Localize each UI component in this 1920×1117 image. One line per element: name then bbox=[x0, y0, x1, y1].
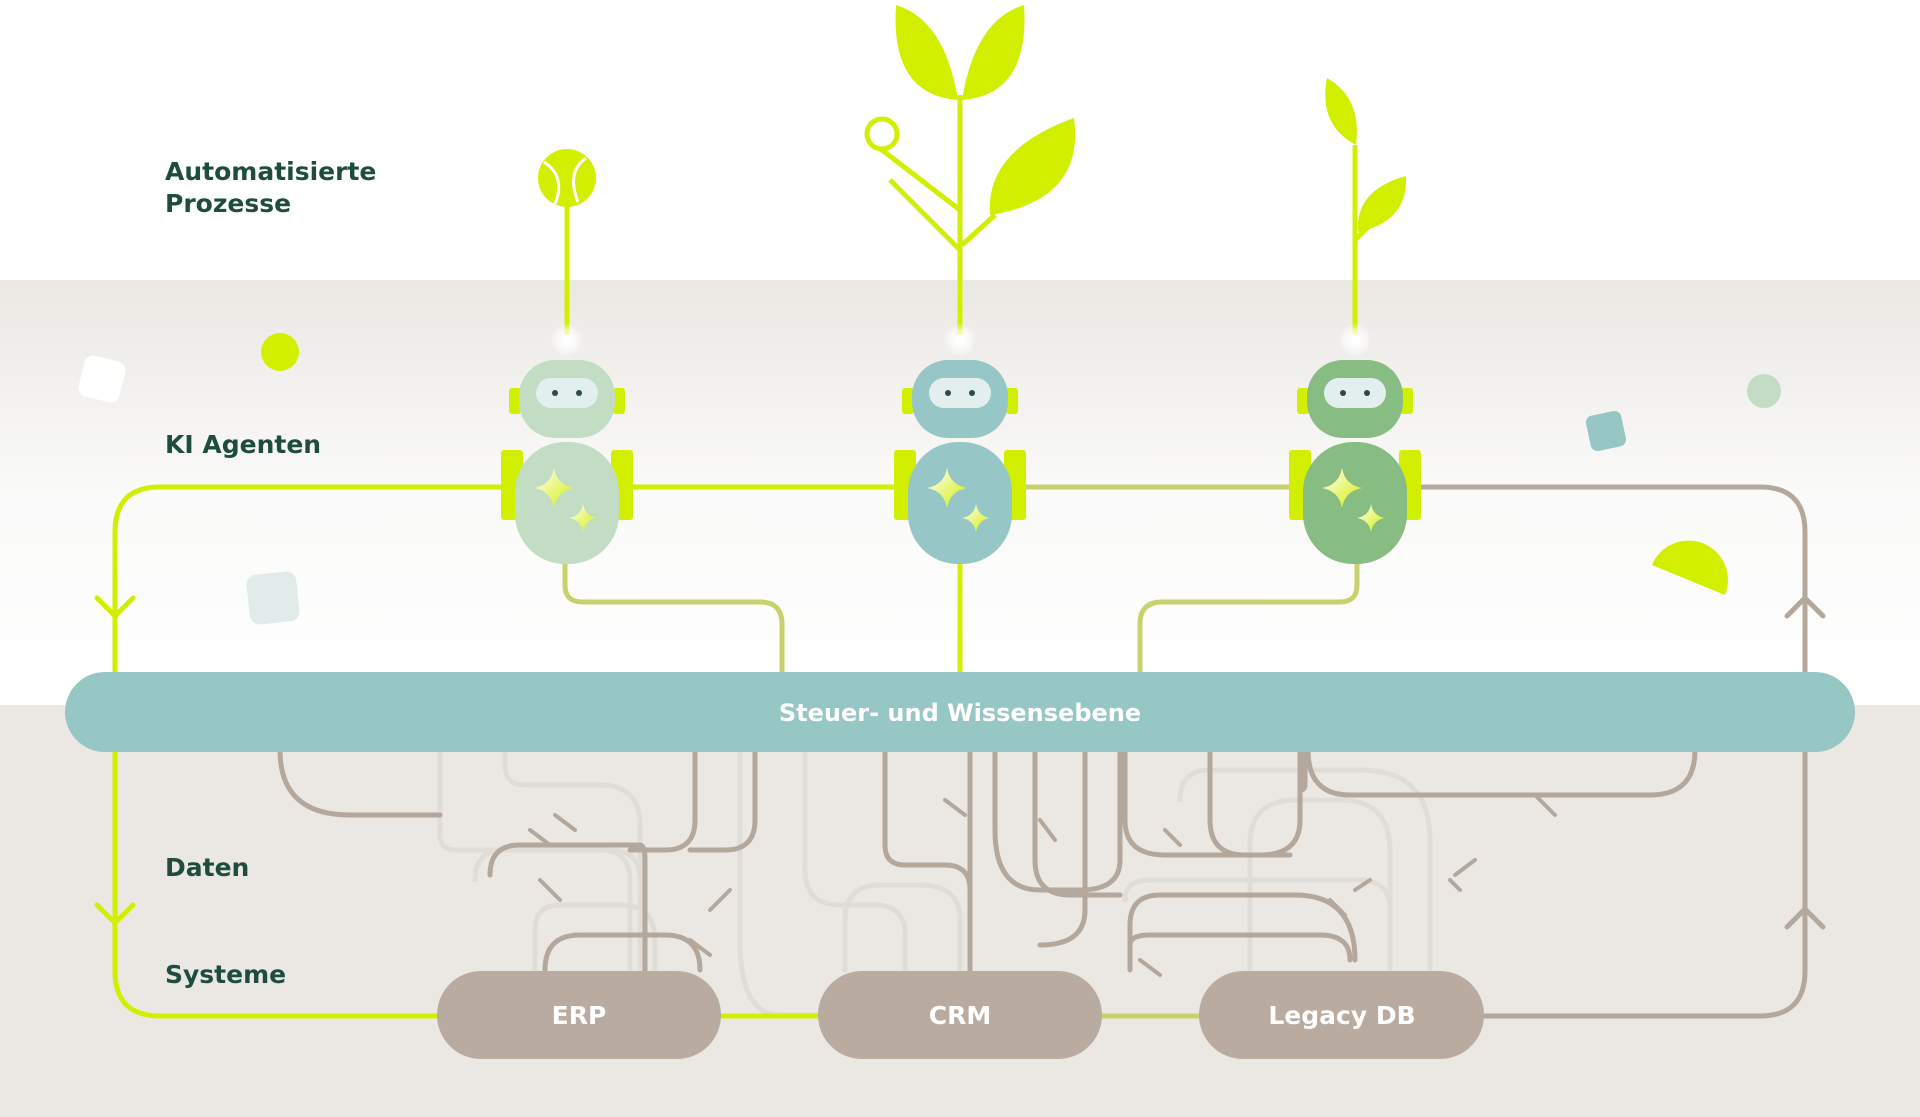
decor-square bbox=[78, 355, 126, 403]
tennis-ball-icon bbox=[538, 149, 596, 207]
decor-dot bbox=[1747, 374, 1781, 408]
data-connections bbox=[277, 742, 1698, 1018]
sparkle-icon bbox=[962, 504, 990, 532]
layer-label-agents: KI Agenten bbox=[165, 430, 321, 459]
decor-square bbox=[1585, 410, 1627, 452]
process-stems bbox=[538, 5, 1407, 335]
robot-agent-icon bbox=[501, 323, 633, 564]
decor-dot bbox=[261, 333, 299, 371]
layer-label-data: Daten bbox=[165, 853, 249, 882]
layer-label-systems: Systeme bbox=[165, 960, 286, 989]
layer-label-processes: Automatisierte Prozesse bbox=[165, 157, 385, 218]
down-arrow-icon bbox=[94, 595, 136, 619]
control-layer-bar bbox=[65, 672, 1855, 752]
robot-agent-icon bbox=[894, 323, 1026, 564]
sparkle-icon bbox=[1357, 504, 1385, 532]
system-label: Legacy DB bbox=[1268, 1001, 1415, 1030]
sparkle-icon bbox=[927, 468, 967, 508]
node-circle-icon bbox=[864, 116, 900, 152]
ai-agents bbox=[501, 323, 1421, 564]
system-box bbox=[1199, 971, 1484, 1059]
decor-half-circle bbox=[1652, 540, 1728, 595]
system-legacy-db: Legacy DB bbox=[1199, 971, 1484, 1059]
sparkle-icon bbox=[534, 468, 574, 508]
robot-agent-icon bbox=[1289, 323, 1421, 564]
sparkle-icon bbox=[1322, 468, 1362, 508]
system-label: ERP bbox=[552, 1001, 607, 1030]
up-arrow-icon bbox=[1784, 906, 1826, 930]
system-erp: ERP bbox=[437, 971, 721, 1059]
plant-sprout-icon bbox=[1325, 78, 1407, 232]
system-crm: CRM bbox=[818, 971, 1102, 1059]
system-label: CRM bbox=[929, 1001, 991, 1030]
plant-sprout-icon bbox=[895, 5, 1076, 215]
system-box bbox=[437, 971, 721, 1059]
up-arrow-icon bbox=[1784, 595, 1826, 619]
down-arrow-icon bbox=[94, 902, 136, 926]
system-box bbox=[818, 971, 1102, 1059]
decor-square bbox=[246, 571, 300, 625]
sparkle-icon bbox=[569, 504, 597, 532]
control-layer-label: Steuer- und Wissensebene bbox=[779, 699, 1141, 727]
